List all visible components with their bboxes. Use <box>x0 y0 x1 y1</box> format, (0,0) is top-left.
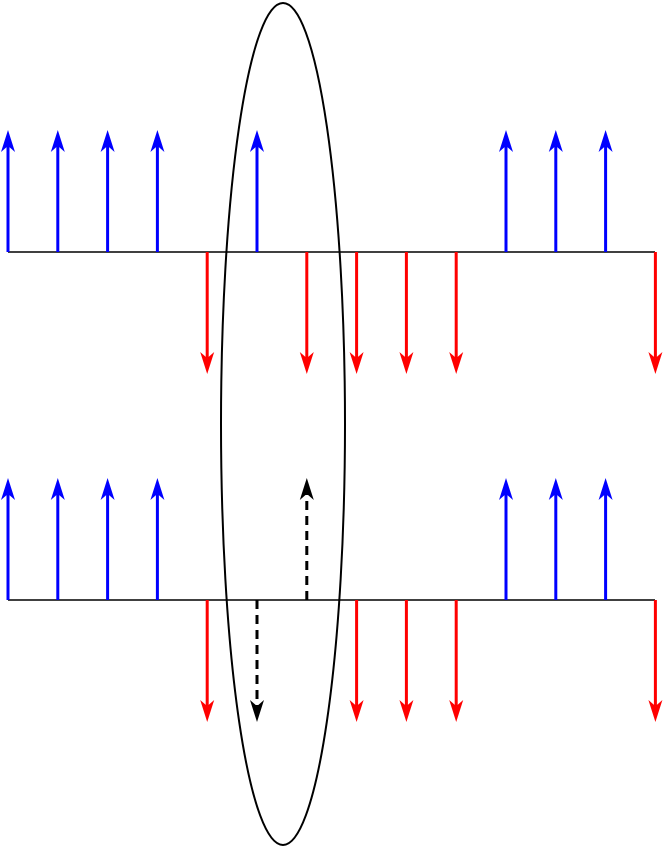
flipped-spin-down-arrow <box>250 600 264 722</box>
spin-down-arrow <box>449 252 464 374</box>
spin-down-arrow <box>449 600 464 722</box>
spin-up-arrow <box>598 478 613 600</box>
spin-down-arrow <box>200 252 215 374</box>
top-row <box>1 130 663 374</box>
spin-up-arrow <box>50 478 65 600</box>
spin-up-arrow <box>100 478 115 600</box>
spin-down-arrow <box>399 600 414 722</box>
spin-up-arrow <box>100 130 115 252</box>
spin-up-arrow <box>150 478 165 600</box>
bottom-row <box>1 478 663 722</box>
spin-up-arrow <box>50 130 65 252</box>
spin-down-arrow <box>200 600 215 722</box>
spin-up-arrow <box>548 478 563 600</box>
spin-down-arrow <box>648 252 663 374</box>
spin-rows <box>1 130 663 722</box>
spin-up-arrow <box>499 478 513 600</box>
spin-up-arrow <box>499 130 513 252</box>
spin-down-arrow <box>299 252 314 374</box>
spin-down-arrow <box>349 252 364 374</box>
spin-up-arrow <box>598 130 613 252</box>
spin-down-arrow <box>648 600 663 722</box>
spin-down-arrow <box>399 252 414 374</box>
spin-up-arrow <box>150 130 165 252</box>
spin-up-arrow <box>1 478 15 600</box>
highlight-ellipse <box>220 2 346 846</box>
spin-up-arrow <box>250 130 264 252</box>
flipped-spin-up-arrow <box>299 478 314 600</box>
spin-down-arrow <box>349 600 364 722</box>
spin-up-arrow <box>1 130 15 252</box>
spin-up-arrow <box>548 130 563 252</box>
